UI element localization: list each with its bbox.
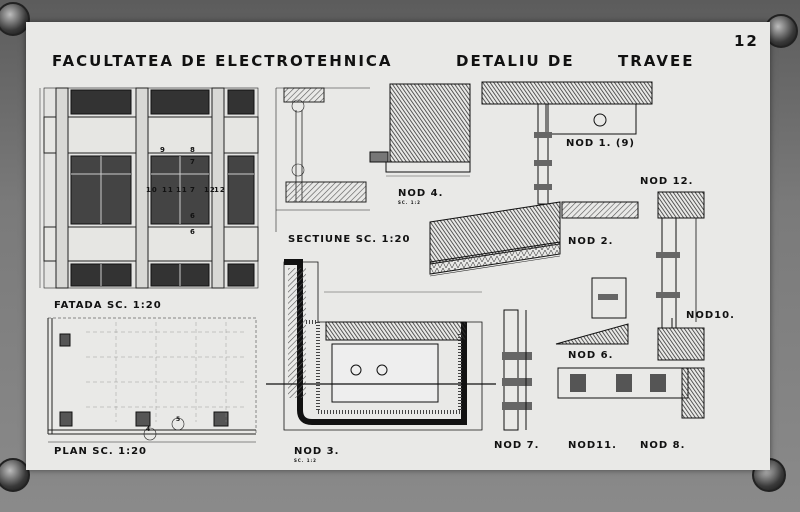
facade-callout-9: 9 — [160, 146, 166, 154]
label-nod8: NOD 8. — [640, 440, 686, 451]
technical-drawing — [39, 81, 705, 443]
label-nod4: NOD 4. — [398, 188, 444, 199]
facade-callout-7: 7 — [190, 158, 196, 166]
facade-callout-12a: 12 — [204, 186, 216, 194]
section-drawing — [275, 87, 370, 232]
nod3-scale: SC. 1:2 — [294, 458, 317, 463]
facade-callout-11a: 11 — [162, 186, 174, 194]
facade-callout-6b: 6 — [190, 228, 196, 236]
nod12-drawing — [656, 191, 705, 329]
facade-callout-7b: 7 — [190, 186, 196, 194]
facade-drawing — [39, 87, 259, 289]
nod4-scale: SC. 1:2 — [398, 200, 421, 205]
faculty-title: FACULTATEA DE ELECTROTEHNICA — [52, 52, 393, 70]
nod4-drawing — [369, 83, 471, 177]
detail-title: DETALIU DE — [456, 52, 575, 70]
facade-callout-12b: 12 — [214, 186, 226, 194]
nod1-drawing — [481, 81, 653, 219]
label-section: SECTIUNE SC. 1:20 — [288, 234, 411, 245]
top-left-magnet — [0, 2, 30, 36]
facade-callout-6a: 6 — [190, 212, 196, 220]
facade-callout-10: 10 — [146, 186, 158, 194]
label-nod2: NOD 2. — [568, 236, 614, 247]
bottom-left-magnet — [0, 458, 30, 492]
label-nod11: NOD11. — [568, 440, 617, 451]
label-nod1: NOD 1. (9) — [566, 138, 635, 149]
label-nod10: NOD10. — [686, 310, 735, 321]
nod3-drawing — [266, 259, 496, 431]
label-nod7: NOD 7. — [494, 440, 540, 451]
plan-drawing — [47, 317, 257, 443]
label-facade: FATADA SC. 1:20 — [54, 300, 162, 311]
sheet-number: 12 — [734, 32, 759, 50]
facade-callout-11b: 11 — [176, 186, 188, 194]
drawing-sheet: FACULTATEA DE ELECTROTEHNICA DETALIU DE … — [26, 22, 770, 470]
nod2-drawing — [429, 201, 561, 277]
label-plan: PLAN SC. 1:20 — [54, 446, 147, 457]
nod8-drawing — [681, 367, 705, 419]
plan-callout-5: 5 — [176, 416, 182, 423]
nod7-drawing — [502, 309, 532, 431]
nod10-drawing — [657, 318, 705, 361]
bay-title: TRAVEE — [618, 52, 695, 70]
label-nod6: NOD 6. — [568, 350, 614, 361]
facade-callout-8: 8 — [190, 146, 196, 154]
label-nod12: NOD 12. — [640, 176, 694, 187]
label-nod3: NOD 3. — [294, 446, 340, 457]
plan-callout-4: 4 — [146, 426, 152, 433]
nod11-drawing — [557, 367, 689, 399]
nod6-drawing — [555, 277, 629, 345]
